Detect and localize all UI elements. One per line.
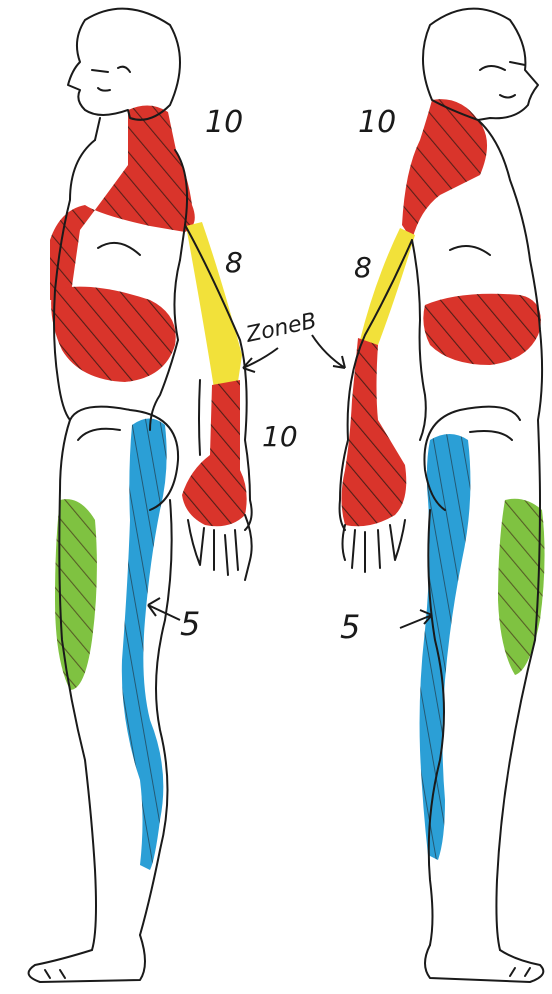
zone-arrow-right <box>312 335 345 368</box>
right-figure: 10 8 5 <box>340 9 545 982</box>
left-neck-shoulder-red-zone <box>50 105 195 300</box>
zone-arrow-left <box>243 348 278 372</box>
right-neck-shoulder-red-zone <box>402 99 487 240</box>
right-label-leg: 5 <box>340 608 360 646</box>
left-figure: 10 8 10 5 <box>29 9 298 982</box>
right-leg-blue-zone <box>420 434 471 860</box>
left-leg-arrow <box>148 598 180 620</box>
right-label-neck: 10 <box>358 105 396 140</box>
left-forearm-red-zone <box>182 380 247 526</box>
left-chest-red-zone <box>51 287 176 382</box>
right-label-arm-upper: 8 <box>354 251 372 284</box>
left-thigh-green-zone <box>55 499 97 690</box>
left-label-neck: 10 <box>205 105 243 140</box>
left-label-arm-lower: 10 <box>262 420 298 453</box>
left-label-arm-upper: 8 <box>225 246 243 279</box>
right-chest-red-zone <box>423 294 540 365</box>
left-label-leg: 5 <box>180 605 200 643</box>
zone-label: ZoneB <box>243 309 319 348</box>
right-forearm-red-zone <box>342 338 407 526</box>
